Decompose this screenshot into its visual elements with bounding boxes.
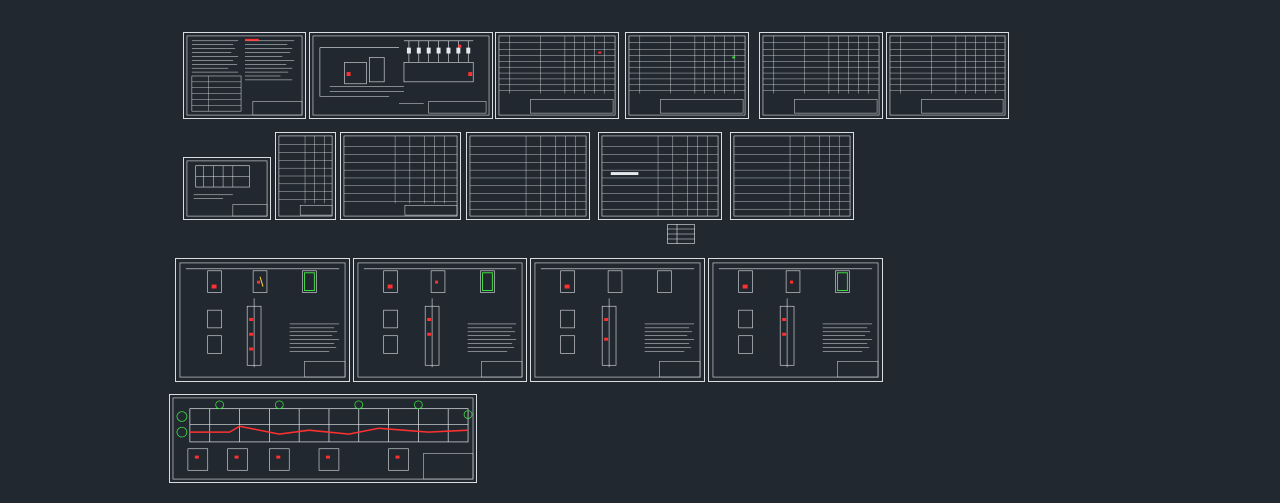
sheet-spec-table-4[interactable] xyxy=(886,32,1009,119)
sheet-equipment-list-3[interactable] xyxy=(466,132,590,220)
sheet-general-notes[interactable] xyxy=(183,32,306,119)
sheet-equipment-list-5[interactable] xyxy=(730,132,854,220)
sheet-small-plan[interactable] xyxy=(183,157,271,220)
sheet-detail-3[interactable] xyxy=(530,258,705,382)
sheet-equipment-list-1[interactable] xyxy=(275,132,336,220)
sheet-equipment-list-2[interactable] xyxy=(340,132,461,220)
sheet-spec-table-2[interactable] xyxy=(625,32,749,119)
sheet-floor-plan[interactable] xyxy=(169,394,477,483)
sheet-spec-table-1[interactable] xyxy=(495,32,619,119)
sheet-detail-4[interactable] xyxy=(708,258,883,382)
sheet-detail-2[interactable] xyxy=(353,258,527,382)
sheet-system-schematic[interactable] xyxy=(309,32,493,119)
sheet-spec-table-3[interactable] xyxy=(759,32,883,119)
legend-block[interactable] xyxy=(667,224,695,244)
sheet-equipment-list-4[interactable] xyxy=(598,132,722,220)
sheet-detail-1[interactable] xyxy=(175,258,350,382)
